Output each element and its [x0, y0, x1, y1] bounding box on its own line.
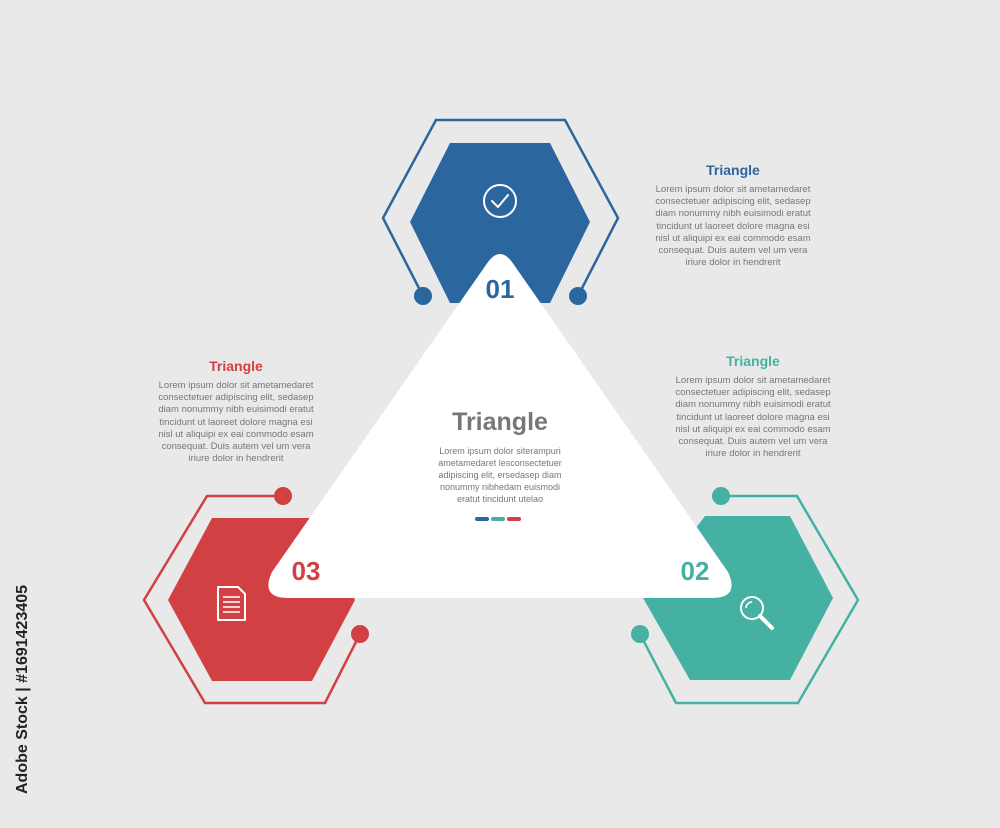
text-line: Lorem ipsum dolor siterampuri — [439, 446, 561, 456]
text-line: consequat. Duis autem vel um vera — [658, 245, 808, 257]
text-line: Lorem ipsum dolor sit ametamedaret — [158, 380, 314, 391]
text-line: nisl ut aliquipi ex eai commodo esam — [675, 423, 831, 435]
text-line: consectetuer adipiscing elit, sedasep — [158, 392, 314, 404]
text-line: consectetuer adipiscing elit, sedasep — [675, 387, 831, 399]
connector-dot-01a — [414, 287, 432, 305]
connector-dot-02b — [631, 625, 649, 643]
text-line: tincidunt ut laoreet dolore magna esi — [676, 411, 830, 423]
document-icon — [217, 586, 246, 621]
connector-dot-01b — [569, 287, 587, 305]
step-number-03: 03 — [292, 556, 321, 586]
step-02-title: Triangle — [726, 353, 780, 369]
step-number-01: 01 — [486, 274, 515, 304]
text-line: nisl ut aliquipi ex eai commodo esam — [158, 428, 314, 440]
hexagon-outline-02 — [638, 494, 860, 705]
text-line: consectetuer adipiscing elit, sedasep — [655, 196, 811, 208]
step-01-text-block: Triangle Lorem ipsum dolor sit ametameda… — [627, 162, 839, 269]
connector-dot-02a — [712, 487, 730, 505]
text-line: iriure dolor in hendrerit — [685, 257, 781, 269]
step-01-title: Triangle — [706, 162, 760, 178]
text-line: tincidunt ut laoreet dolore magna esi — [159, 416, 313, 428]
text-line: nonummy nibhedam euismodi — [439, 482, 561, 492]
text-line: Lorem ipsum dolor sit ametamedaret — [655, 184, 811, 195]
text-line: diam nonummy nibh euisimodi eratut — [675, 399, 831, 411]
hexagon-outline-01 — [381, 118, 620, 297]
hexagon-step-01 — [381, 118, 620, 305]
stock-id-label: Adobe Stock | #1691423405 — [14, 584, 31, 794]
text-line: eratut tincidunt utelao — [456, 494, 544, 504]
hexagon-outline-03 — [142, 494, 362, 705]
center-text-block: Triangle Lorem ipsum dolor siterampuri am… — [415, 408, 585, 505]
text-line: tincidunt ut laoreet dolore magna esi — [656, 220, 810, 232]
text-line: iriure dolor in hendrerit — [188, 453, 284, 465]
text-line: adipiscing elit, ersedasep diam — [438, 470, 562, 480]
center-body: Lorem ipsum dolor siterampuri ametamedare… — [415, 445, 585, 505]
step-number-02: 02 — [681, 556, 710, 586]
hexagon-fill-01 — [410, 143, 590, 303]
step-03-text-block: Triangle Lorem ipsum dolor sit ametameda… — [130, 358, 342, 465]
step-03-title: Triangle — [209, 358, 263, 374]
text-line: Lorem ipsum dolor sit ametamedaret — [675, 375, 831, 386]
magnifier-icon — [740, 596, 774, 630]
center-triangle — [268, 254, 732, 598]
text-line: nisl ut aliquipi ex eai commodo esam — [655, 232, 811, 244]
text-line: diam nonummy nibh euisimodi eratut — [655, 208, 811, 220]
text-line: ametamedaret lesconsectetuer — [438, 458, 562, 468]
step-02-text-block: Triangle Lorem ipsum dolor sit ametameda… — [647, 353, 859, 460]
connector-dot-03a — [274, 487, 292, 505]
text-line: consequat. Duis autem vel um vera — [161, 441, 311, 453]
text-line: diam nonummy nibh euisimodi eratut — [158, 404, 314, 416]
center-title: Triangle — [452, 408, 548, 436]
connector-dot-03b — [351, 625, 369, 643]
check-circle-icon — [483, 184, 517, 218]
text-line: consequat. Duis autem vel um vera — [678, 436, 828, 448]
text-line: iriure dolor in hendrerit — [705, 448, 801, 460]
